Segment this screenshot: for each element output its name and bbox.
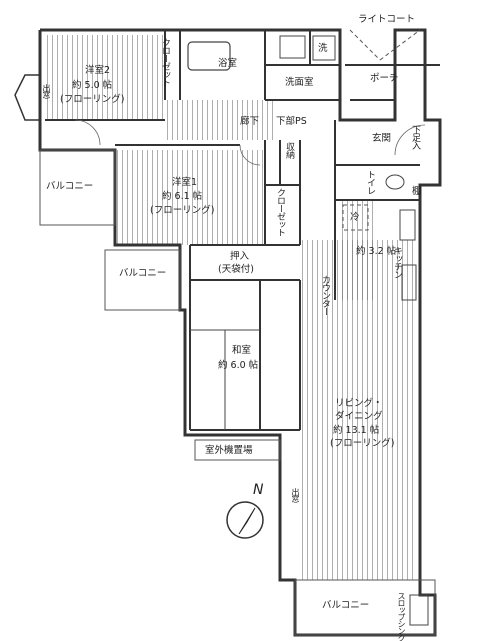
door-swing-w1	[239, 144, 261, 166]
japanese-name: 和室	[232, 345, 252, 356]
light-court-label: ライトコート	[358, 14, 416, 25]
ldk-name1: リビング・	[335, 398, 383, 409]
ldk-floor-label: (フローリング)	[330, 438, 395, 449]
washroom-label: 洗面室	[285, 77, 314, 88]
north-compass-icon	[226, 501, 264, 539]
toilet-bowl	[385, 174, 405, 190]
western1-area: 約 6.1 帖	[162, 191, 203, 202]
ac-unit-label: 室外機置場	[205, 445, 253, 456]
western1-floor	[115, 150, 265, 245]
bath-label: 浴室	[218, 58, 238, 69]
bathtub	[187, 41, 231, 71]
western2-area: 約 5.0 帖	[72, 80, 113, 91]
closet-w2-label: クローゼット	[160, 38, 170, 86]
oshiire-sub-label: (天袋付)	[218, 264, 254, 275]
window-label: 出窓	[42, 84, 51, 98]
toilet-label: トイレ	[365, 170, 375, 194]
balcony-left-label: バルコニー	[46, 181, 94, 192]
shelf-label: 棚	[412, 186, 422, 197]
western2-floor	[45, 35, 165, 120]
bay-window	[14, 74, 40, 121]
japanese-area: 約 6.0 帖	[218, 360, 259, 371]
balcony-middle-label: バルコニー	[119, 268, 167, 279]
hall-label: 廊下	[240, 116, 260, 127]
window-ldk-label: 出窓	[291, 488, 300, 502]
closet-w1-label: クローゼット	[275, 188, 285, 236]
washer-pan	[312, 35, 336, 61]
balcony-left-outline	[39, 149, 116, 226]
counter-label: カウンター	[320, 275, 330, 315]
kitchen-name: キッチン	[392, 246, 402, 278]
door-swing-entrance	[394, 124, 426, 156]
light-court-dash-right	[379, 29, 421, 61]
kitchen-area-1: 約 3.2 帖	[356, 246, 397, 257]
entrance-label: 玄関	[372, 133, 392, 144]
oshiire-label: 押入	[230, 251, 250, 262]
storage-label: 収納	[284, 142, 294, 158]
balcony-bottom-label: バルコニー	[322, 600, 370, 611]
fridge-space	[342, 204, 369, 231]
wash-label: 洗	[318, 43, 328, 54]
light-court-dash-left	[349, 29, 381, 61]
fridge-label: 冷	[350, 212, 360, 223]
stove	[399, 209, 416, 241]
western2-floor-label: (フローリング)	[60, 94, 125, 105]
hall-floor	[165, 100, 275, 140]
north-label: N	[253, 482, 264, 498]
wash-basin	[279, 35, 306, 59]
kitchen-floor	[340, 200, 375, 300]
shoe-label: 下足入	[410, 125, 420, 149]
kitchen-sink	[401, 264, 417, 301]
ldk-area: 約 13.1 帖	[333, 425, 380, 436]
slop-sink-label: スロップシンク	[397, 592, 406, 641]
porch-label: ポーチ	[370, 73, 399, 84]
ps-label: 下部PS	[276, 116, 307, 127]
balcony-middle-outline	[104, 249, 181, 311]
slop-sink	[409, 594, 429, 626]
western1-name: 洋室1	[172, 177, 198, 188]
ldk-name2: ダイニング	[335, 411, 383, 422]
ac-unit-area	[194, 439, 281, 461]
door-swing-w2	[74, 119, 101, 146]
western2-name: 洋室2	[85, 65, 111, 76]
balcony-bottom-outline	[294, 579, 436, 636]
western1-floor-label: (フローリング)	[150, 205, 215, 216]
